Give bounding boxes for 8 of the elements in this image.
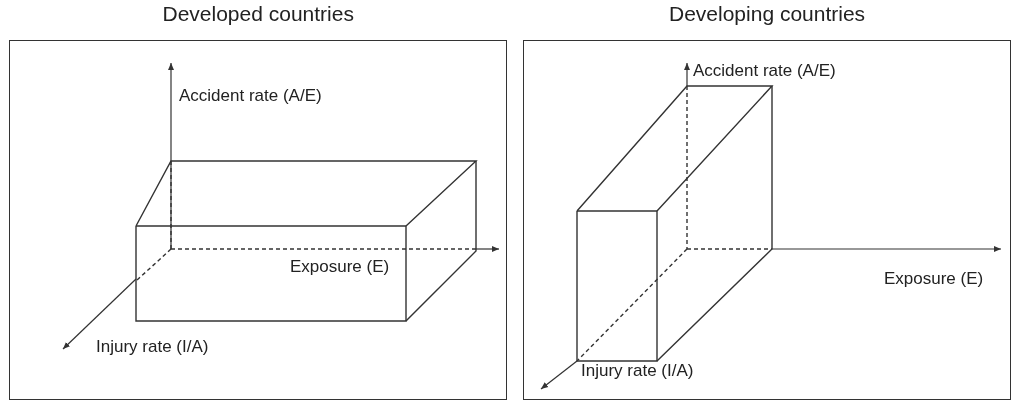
axis-label: Injury rate (I/A) xyxy=(581,361,694,381)
panel-title: Developed countries xyxy=(162,2,354,26)
axis-label: Injury rate (I/A) xyxy=(96,337,209,357)
axis-label: Exposure (E) xyxy=(290,257,390,277)
axis-label: Accident rate (A/E) xyxy=(693,61,836,81)
panel-title: Developing countries xyxy=(669,2,866,26)
axis-label: Accident rate (A/E) xyxy=(179,86,322,106)
axis-label: Exposure (E) xyxy=(884,269,984,289)
